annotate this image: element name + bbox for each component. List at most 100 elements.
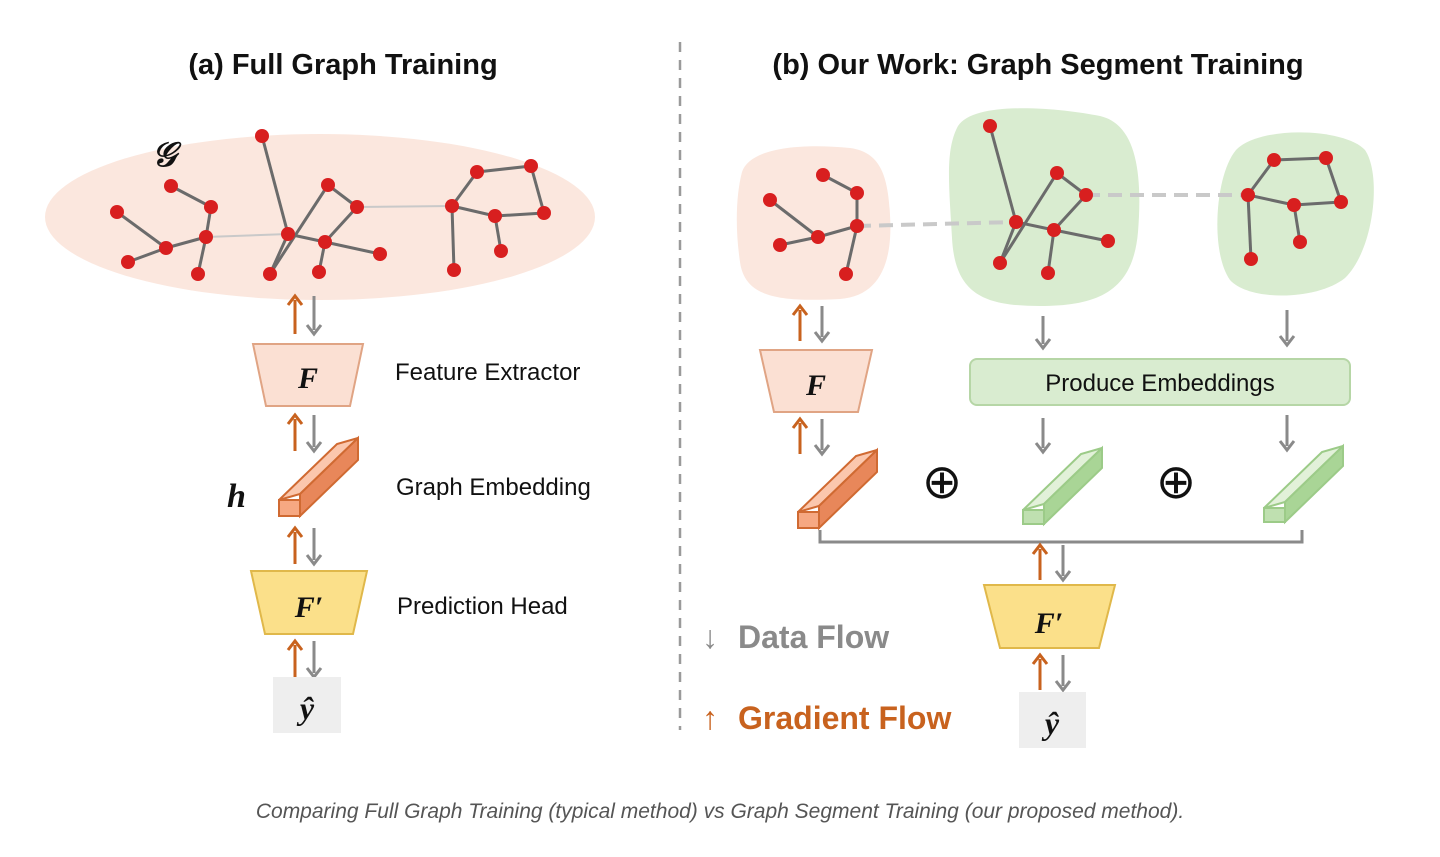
graph-b-node bbox=[773, 238, 787, 252]
feature-extractor-b-symbol: F bbox=[805, 369, 826, 402]
aggregation-bracket bbox=[818, 530, 1304, 544]
graph-a-edge bbox=[529, 165, 546, 214]
graph-a-node bbox=[164, 179, 178, 193]
gradient-arrowhead bbox=[286, 293, 304, 306]
graph-a-node bbox=[373, 247, 387, 261]
data-arrowhead bbox=[305, 324, 323, 337]
graph-a-edge bbox=[268, 184, 330, 275]
graph-a-node bbox=[159, 241, 173, 255]
graph-b-node bbox=[1244, 252, 1258, 266]
graph-a-edge bbox=[450, 171, 479, 207]
embedding-b-frozen-2 bbox=[1263, 443, 1344, 525]
feature-extractor-b: F bbox=[758, 349, 874, 413]
data-arrowhead bbox=[1278, 440, 1296, 453]
data-flow-arrow-icon: ↓ bbox=[702, 619, 718, 655]
graph-a-node bbox=[121, 255, 135, 269]
data-arrowhead bbox=[305, 554, 323, 567]
combine-symbol-2: ⊕ bbox=[1156, 454, 1196, 510]
gradient-arrowhead bbox=[1031, 652, 1049, 665]
graph-b-edge bbox=[998, 172, 1059, 264]
graph-b-edge bbox=[844, 225, 859, 275]
gradient-flow-arrow-icon: ↑ bbox=[702, 700, 718, 736]
data-arrowhead bbox=[305, 441, 323, 454]
graph-a-edge bbox=[116, 210, 167, 250]
graph-a-node bbox=[110, 205, 124, 219]
graph-a-node bbox=[281, 227, 295, 241]
gradient-arrowhead bbox=[791, 303, 809, 316]
graph-b-edge bbox=[1247, 193, 1295, 207]
graph-a-node bbox=[312, 265, 326, 279]
graph-a-edge bbox=[260, 135, 290, 235]
segment-2 bbox=[948, 108, 1140, 306]
graph-b-node bbox=[1293, 235, 1307, 249]
panel-a-title: (a) Full Graph Training bbox=[188, 49, 497, 81]
figure-caption: Comparing Full Graph Training (typical m… bbox=[255, 800, 1185, 823]
prediction-head-b-symbol: F′ bbox=[1034, 607, 1063, 640]
feature-extractor-block bbox=[251, 343, 365, 407]
gradient-arrowhead bbox=[1031, 542, 1049, 555]
graph-b-node bbox=[811, 230, 825, 244]
graph-a-node bbox=[318, 235, 332, 249]
graph-a-node bbox=[537, 206, 551, 220]
produce-embeddings-label: Produce Embeddings bbox=[1045, 370, 1274, 397]
panel-a-arrows bbox=[286, 293, 323, 680]
graph-a-edge bbox=[476, 164, 532, 174]
graph-a-node bbox=[470, 165, 484, 179]
graph-a-edge bbox=[451, 204, 496, 218]
bridge-edge bbox=[356, 205, 453, 208]
data-arrowhead bbox=[1054, 680, 1072, 693]
graph-b-node bbox=[839, 267, 853, 281]
graph-b-node bbox=[850, 219, 864, 233]
full-graph-network bbox=[110, 129, 551, 281]
graph-b-edge bbox=[1052, 193, 1088, 232]
graph-embedding-label: Graph Embedding bbox=[396, 474, 591, 501]
graph-b-edge bbox=[769, 198, 819, 239]
gradient-arrowhead bbox=[791, 416, 809, 429]
data-arrowhead bbox=[1034, 442, 1052, 455]
graph-b-node bbox=[1009, 215, 1023, 229]
graph-b-node bbox=[983, 119, 997, 133]
data-flow-label: Data Flow bbox=[738, 619, 889, 655]
feature-extractor-a: F bbox=[251, 343, 365, 407]
graph-b-edge bbox=[1053, 228, 1109, 243]
segment-1-blob bbox=[736, 146, 891, 300]
graph-a-edge bbox=[494, 211, 545, 218]
feature-extractor-label: Feature Extractor bbox=[395, 359, 580, 386]
produce-embeddings-box: Produce Embeddings bbox=[969, 358, 1351, 406]
graph-b-edge bbox=[1324, 157, 1343, 203]
data-arrowhead bbox=[813, 331, 831, 344]
graph-a-node bbox=[488, 209, 502, 223]
output-b: ŷ bbox=[1019, 692, 1086, 748]
data-arrowhead bbox=[1034, 338, 1052, 351]
graph-a-node bbox=[204, 200, 218, 214]
graph-b-node bbox=[1101, 234, 1115, 248]
segment-1 bbox=[736, 146, 891, 300]
full-graph: 𝒢 bbox=[45, 129, 595, 300]
prediction-head-b: F′ bbox=[982, 584, 1117, 649]
graph-b-node bbox=[1267, 153, 1281, 167]
graph-b-edge bbox=[1246, 159, 1276, 196]
output-symbol: ŷ bbox=[296, 690, 315, 726]
graph-a-node bbox=[524, 159, 538, 173]
data-arrowhead bbox=[1278, 335, 1296, 348]
bridge-edge bbox=[205, 233, 289, 238]
graph-b-node bbox=[850, 186, 864, 200]
graph-a-edge bbox=[324, 240, 381, 256]
graph-b-node bbox=[1079, 188, 1093, 202]
panel-b-arrows bbox=[791, 303, 1296, 693]
graph-b-edge bbox=[1246, 194, 1253, 260]
graph-a-edge bbox=[323, 205, 359, 244]
gradient-arrowhead bbox=[286, 638, 304, 651]
embedding-b-frozen-1 bbox=[1022, 445, 1103, 527]
prediction-head-a: F′ bbox=[249, 570, 369, 635]
feature-extractor-symbol: F bbox=[297, 362, 318, 395]
graph-b-node bbox=[1319, 151, 1333, 165]
graph-b-edge bbox=[1273, 156, 1327, 162]
graph-embedding-a bbox=[278, 435, 359, 519]
graph-a-node bbox=[191, 267, 205, 281]
embedding-b-active bbox=[797, 447, 878, 531]
graph-a-node bbox=[263, 267, 277, 281]
prediction-head-label: Prediction Head bbox=[397, 593, 568, 620]
output-a: ŷ bbox=[273, 677, 341, 733]
